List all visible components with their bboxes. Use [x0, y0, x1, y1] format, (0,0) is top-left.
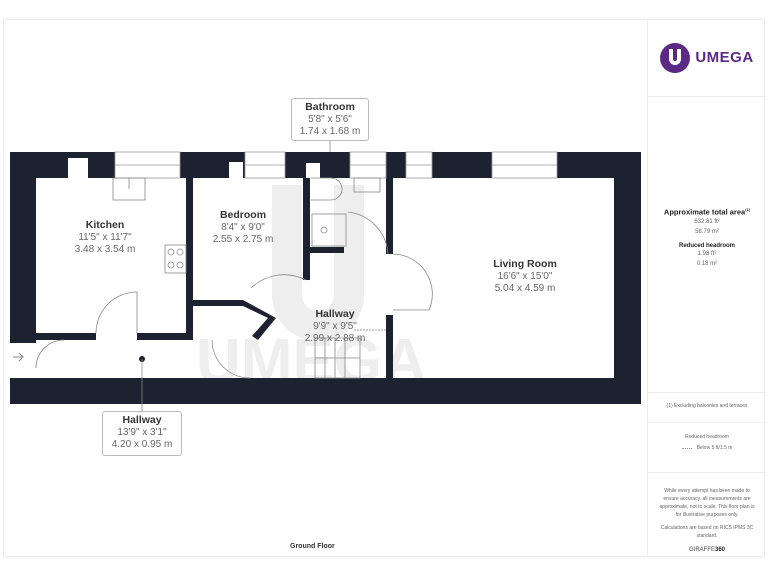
disclaimer-text: While every attempt has been made to ens… — [659, 488, 755, 518]
footnote-section: (1) Excluding balconies and terraces — [648, 393, 766, 423]
disclaimer-section: While every attempt has been made to ens… — [648, 473, 766, 557]
reduced-headroom-title: Reduced headroom — [678, 242, 735, 249]
reduced-headroom-m: 0.18 m² — [696, 260, 718, 267]
total-area-m: 58.79 m² — [695, 228, 719, 235]
umega-logo-icon — [660, 42, 691, 73]
room-kitchen: Kitchen 11'5" x 11'7" 3.48 x 3.54 m — [74, 219, 136, 255]
info-sidebar: UMEGA Approximate total area(1) 632.81 f… — [647, 19, 766, 557]
legend-section: Reduced headroom Below 5 ft/1.5 m — [648, 423, 766, 473]
room-bedroom: Bedroom 8'4" x 9'0" 2.55 x 2.75 m — [212, 209, 274, 245]
dotted-line-icon — [681, 447, 692, 449]
total-area-title: Approximate total area(1) — [663, 207, 751, 217]
legend-item: Below 5 ft/1.5 m — [696, 445, 733, 451]
footnote: (1) Excluding balconies and terraces — [666, 403, 748, 409]
legend-title: Reduced headroom — [685, 434, 729, 440]
area-section: Approximate total area(1) 632.81 ft² 58.… — [648, 97, 766, 393]
calc-note: Calculations are based on RICS IPMS 3C s… — [660, 525, 754, 539]
room-hallway-inner: Hallway 9'9" x 9'5" 2.99 x 2.88 m — [304, 308, 366, 344]
floor-name: Ground Floor — [290, 543, 335, 550]
logo-text: UMEGA — [695, 49, 754, 66]
giraffe360-brand: GIRAFFE360 — [688, 547, 726, 553]
total-area-ft: 632.81 ft² — [694, 218, 720, 225]
room-bathroom-callout: Bathroom 5'8" x 5'6" 1.74 x 1.68 m — [291, 98, 369, 141]
logo-section: UMEGA — [648, 19, 766, 97]
room-hallway-callout: Hallway 13'9" x 3'1" 4.20 x 0.95 m — [102, 411, 182, 456]
reduced-headroom-ft: 1.98 ft² — [697, 250, 717, 257]
room-living-room: Living Room 16'6" x 15'0" 5.04 x 4.59 m — [493, 258, 557, 294]
